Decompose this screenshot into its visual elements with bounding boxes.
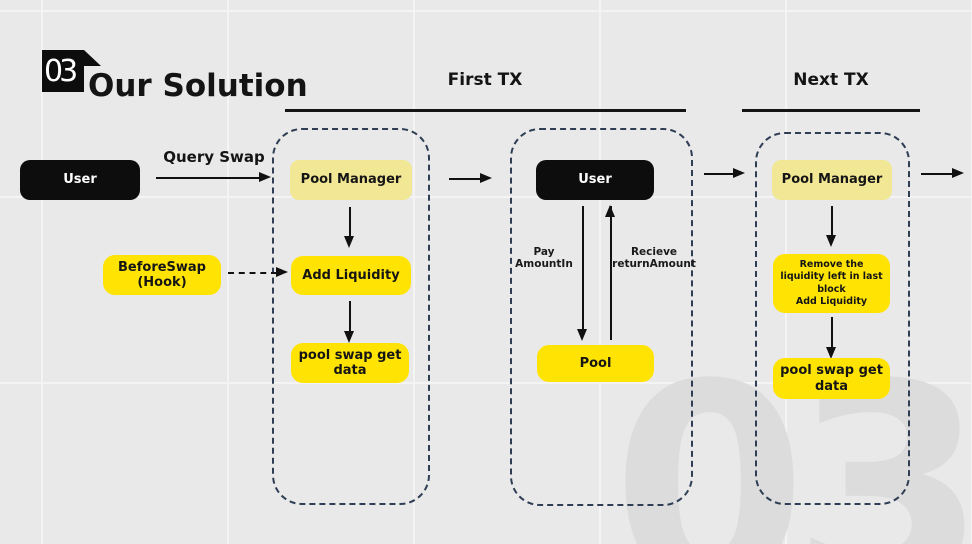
arrow-user-to-pool [577, 206, 587, 341]
next-tx-header: Next TX [793, 70, 869, 90]
slide-number-badge: 03 [42, 50, 84, 92]
pool-manager-node-1: Pool Manager [290, 160, 412, 200]
arrow-query-swap [156, 172, 271, 182]
remove-liquidity-node: Remove the liquidity left in last block … [773, 254, 890, 313]
arrow-poolmanager2-to-remove [826, 206, 836, 247]
arrow-addliquidity-to-poolswap [344, 301, 354, 343]
page-title: Our Solution [88, 68, 308, 104]
arrow-nexttx-exit [921, 168, 964, 178]
first-tx-header: First TX [447, 70, 523, 90]
add-liquidity-node: Add Liquidity [291, 256, 411, 295]
query-swap-label: Query Swap [163, 148, 265, 166]
pool-node: Pool [537, 345, 654, 382]
pool-swap-get-data-node-2: pool swap get data [773, 358, 890, 399]
arrow-remove-to-poolswap [826, 317, 836, 359]
arrow-poolmanager-to-addliquidity [344, 207, 354, 248]
slide-number-text: 03 [44, 53, 78, 89]
arrow-firsttx-to-secondtx [449, 173, 492, 183]
first-tx-underline [285, 109, 686, 112]
first-tx-container [272, 128, 430, 505]
receive-returnamount-label: Recieve returnAmount [612, 246, 696, 270]
beforeswap-hook-node: BeforeSwap (Hook) [103, 255, 221, 295]
user-node-outer: User [20, 160, 140, 200]
arrow-pool-to-user [605, 205, 615, 340]
pay-amountin-label: Pay AmountIn [515, 246, 573, 270]
badge-fold-corner [84, 50, 101, 66]
arrow-secondtx-to-nexttx [704, 168, 745, 178]
next-tx-underline [742, 109, 920, 112]
user-node-inner: User [536, 160, 654, 200]
pool-manager-node-2: Pool Manager [772, 160, 892, 200]
next-tx-container [755, 132, 910, 505]
second-tx-container [510, 128, 693, 506]
arrow-beforeswap-hook [228, 267, 288, 277]
pool-swap-get-data-node-1: pool swap get data [291, 343, 409, 383]
